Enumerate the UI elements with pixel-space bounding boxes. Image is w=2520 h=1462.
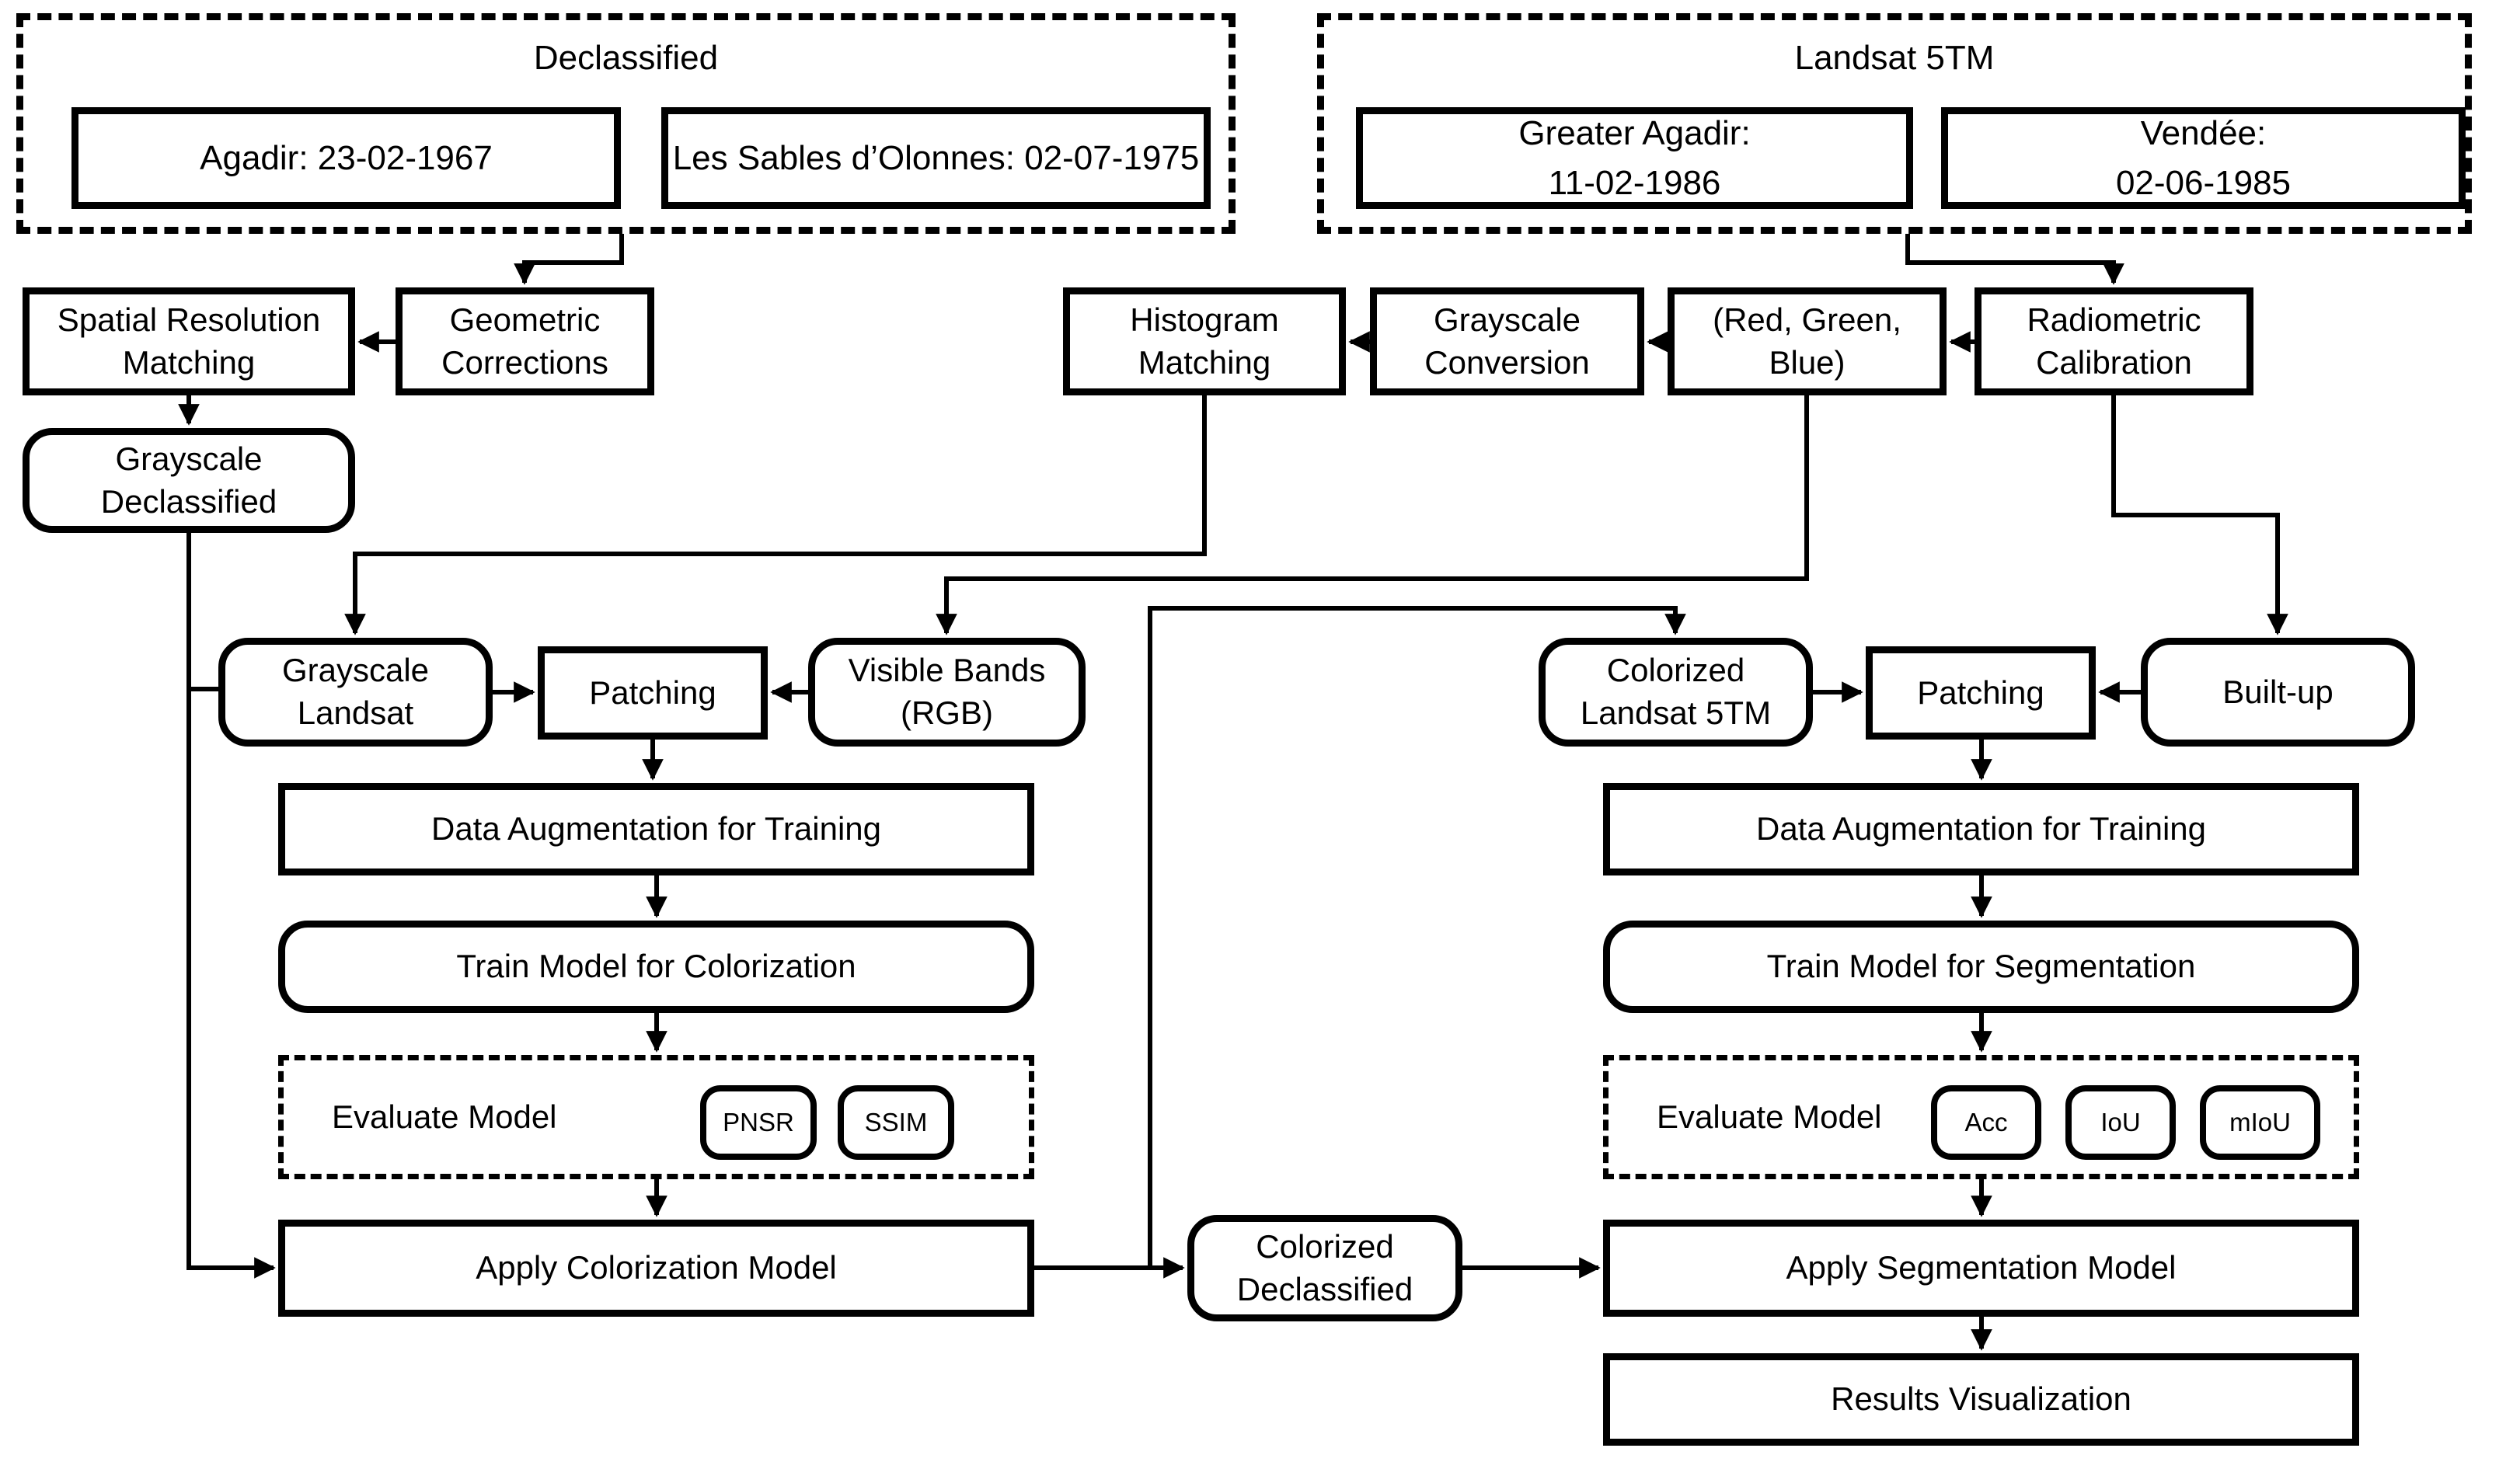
metric-chip-miou: mIoU xyxy=(2200,1085,2320,1160)
connector-grayscale-declassified-to-apply-colorization xyxy=(186,533,276,1279)
group-landsat-title: Landsat 5TM xyxy=(1794,39,1995,77)
group-declassified-title: Declassified xyxy=(533,39,719,77)
node-grayscale-declassified: Grayscale Declassified xyxy=(23,428,355,533)
metric-chip-acc: Acc xyxy=(1931,1085,2041,1160)
node-grayscale-landsat: Grayscale Landsat xyxy=(218,638,493,747)
node-patching-left: Patching xyxy=(538,646,768,740)
node-agadir-1967: Agadir: 23-02-1967 xyxy=(71,107,621,209)
node-results-visualization: Results Visualization xyxy=(1603,1353,2359,1446)
group-declassified: Declassified Agadir: 23-02-1967 Les Sabl… xyxy=(16,13,1236,234)
node-geometric-corrections: Geometric Corrections xyxy=(396,287,654,395)
node-spatial-resolution-matching: Spatial Resolution Matching xyxy=(23,287,355,395)
connector-radiometric-to-builtup xyxy=(2111,395,2288,635)
metric-chip-iou: IoU xyxy=(2065,1085,2176,1160)
group-landsat-5tm: Landsat 5TM Greater Agadir: 11-02-1986 V… xyxy=(1317,13,2472,234)
node-radiometric-calibration: Radiometric Calibration xyxy=(1975,287,2253,395)
node-histogram-matching: Histogram Matching xyxy=(1063,287,1346,395)
node-evaluate-model-left: Evaluate Model PNSR SSIM xyxy=(278,1055,1034,1179)
node-evaluate-model-right: Evaluate Model Acc IoU mIoU xyxy=(1603,1055,2359,1179)
node-patching-right: Patching xyxy=(1866,646,2096,740)
node-les-sables-1975: Les Sables d’Olonnes: 02-07-1975 xyxy=(661,107,1211,209)
metric-chip-ssim: SSIM xyxy=(838,1085,954,1160)
connector-declassified-to-geometric xyxy=(514,234,624,285)
node-apply-colorization-model: Apply Colorization Model xyxy=(278,1220,1034,1317)
connector-rgb-to-visible-bands xyxy=(936,395,1809,635)
metric-chip-pnsr: PNSR xyxy=(700,1085,817,1160)
node-grayscale-conversion: Grayscale Conversion xyxy=(1370,287,1644,395)
connector-landsat-to-radiometric xyxy=(1905,234,2124,285)
node-train-model-colorization: Train Model for Colorization xyxy=(278,921,1034,1013)
node-data-augmentation-left: Data Augmentation for Training xyxy=(278,783,1034,875)
connector-histogram-to-grayscale-landsat xyxy=(344,395,1207,635)
node-apply-segmentation-model: Apply Segmentation Model xyxy=(1603,1220,2359,1317)
evaluate-right-label: Evaluate Model xyxy=(1657,1098,1882,1135)
node-built-up: Built-up xyxy=(2141,638,2415,747)
node-vendee-1985: Vendée: 02-06-1985 xyxy=(1941,107,2466,209)
node-visible-bands-rgb: Visible Bands (RGB) xyxy=(808,638,1086,747)
node-train-model-segmentation: Train Model for Segmentation xyxy=(1603,921,2359,1013)
connector-branch-to-colorized-landsat xyxy=(1148,606,1686,1268)
node-data-augmentation-right: Data Augmentation for Training xyxy=(1603,783,2359,875)
node-greater-agadir-1986: Greater Agadir: 11-02-1986 xyxy=(1356,107,1913,209)
evaluate-left-label: Evaluate Model xyxy=(332,1098,557,1135)
node-red-green-blue: (Red, Green, Blue) xyxy=(1668,287,1947,395)
node-colorized-declassified: Colorized Declassified xyxy=(1187,1215,1462,1321)
node-colorized-landsat-5tm: Colorized Landsat 5TM xyxy=(1539,638,1813,747)
